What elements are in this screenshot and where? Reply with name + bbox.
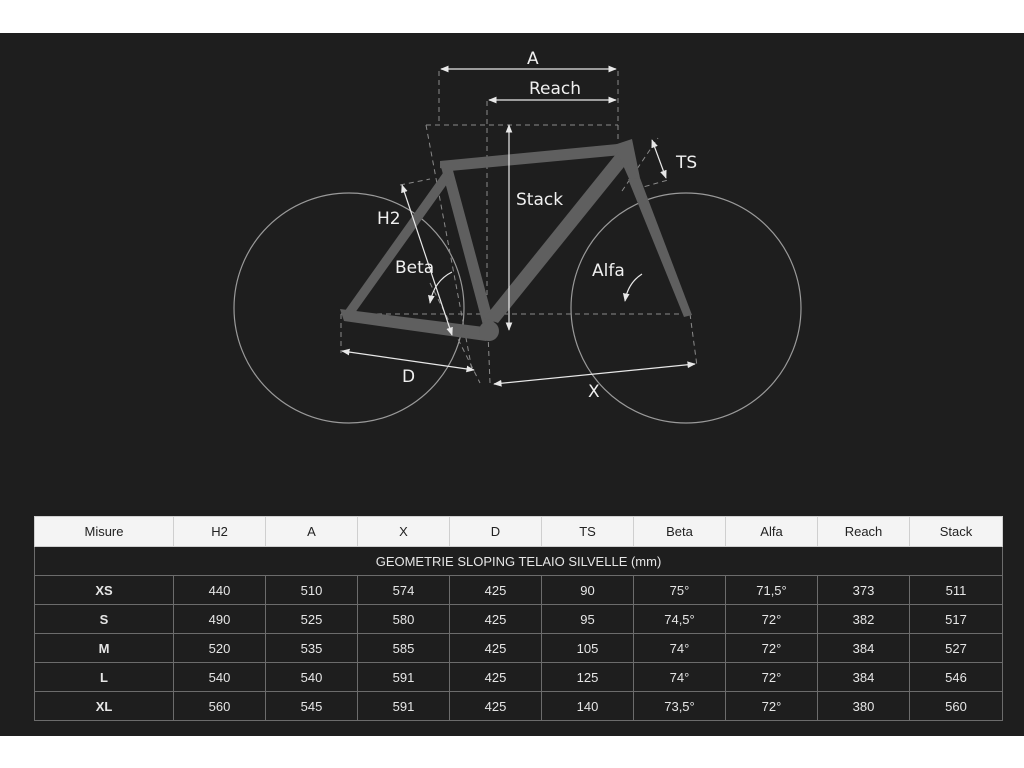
value-cell: 105 [541,633,634,663]
table-row: XS 440 510 574 425 90 75° 71,5° 373 511 [34,575,1003,605]
value-cell: 90 [541,575,634,605]
label-beta: Beta [395,258,434,278]
value-cell: 74,5° [633,604,726,634]
value-cell: 380 [817,691,910,721]
value-cell: 511 [909,575,1003,605]
table-caption: GEOMETRIE SLOPING TELAIO SILVELLE (mm) [34,546,1003,576]
header-cell: Stack [909,516,1003,547]
geometry-panel: A Reach Stack TS H2 Beta Alfa D X Misure… [0,33,1024,736]
label-reach: Reach [529,79,581,99]
value-cell: 560 [909,691,1003,721]
value-cell: 373 [817,575,910,605]
value-cell: 560 [173,691,266,721]
value-cell: 517 [909,604,1003,634]
value-cell: 72° [725,604,818,634]
value-cell: 384 [817,662,910,692]
header-cell: Alfa [725,516,818,547]
h2-dimension [401,184,453,336]
bike-geometry-diagram: A Reach Stack TS H2 Beta Alfa D X [233,49,802,424]
size-cell: XS [34,575,174,605]
front-wheel [570,192,802,424]
value-cell: 520 [173,633,266,663]
table-row: S 490 525 580 425 95 74,5° 72° 382 517 [34,604,1003,634]
header-cell: Reach [817,516,910,547]
header-cell: Beta [633,516,726,547]
table-row: L 540 540 591 425 125 74° 72° 384 546 [34,662,1003,692]
label-alfa: Alfa [592,261,625,281]
value-cell: 425 [449,691,542,721]
table-row: M 520 535 585 425 105 74° 72° 384 527 [34,633,1003,663]
value-cell: 591 [357,691,450,721]
label-stack: Stack [516,190,563,210]
header-cell: A [265,516,358,547]
label-a: A [527,49,539,69]
value-cell: 540 [173,662,266,692]
header-cell: X [357,516,450,547]
value-cell: 72° [725,662,818,692]
x-dimension [493,361,696,387]
value-cell: 140 [541,691,634,721]
value-cell: 74° [633,662,726,692]
value-cell: 535 [265,633,358,663]
value-cell: 425 [449,604,542,634]
value-cell: 425 [449,662,542,692]
value-cell: 591 [357,662,450,692]
table-row: XL 560 545 591 425 140 73,5° 72° 380 560 [34,691,1003,721]
value-cell: 95 [541,604,634,634]
value-cell: 440 [173,575,266,605]
value-cell: 545 [265,691,358,721]
value-cell: 75° [633,575,726,605]
table-header-row: Misure H2 A X D TS Beta Alfa Reach Stack [34,516,1003,547]
d-dimension [341,348,475,373]
value-cell: 74° [633,633,726,663]
value-cell: 490 [173,604,266,634]
value-cell: 546 [909,662,1003,692]
value-cell: 72° [725,633,818,663]
bike-frame [340,139,692,341]
value-cell: 125 [541,662,634,692]
label-d: D [402,367,415,387]
value-cell: 510 [265,575,358,605]
size-cell: XL [34,691,174,721]
value-cell: 73,5° [633,691,726,721]
value-cell: 580 [357,604,450,634]
value-cell: 384 [817,633,910,663]
table-caption-row: GEOMETRIE SLOPING TELAIO SILVELLE (mm) [34,546,1003,576]
alfa-arc [622,273,643,302]
value-cell: 574 [357,575,450,605]
geometry-table: Misure H2 A X D TS Beta Alfa Reach Stack… [34,516,1003,721]
header-cell: H2 [173,516,266,547]
label-h2: H2 [377,209,401,229]
value-cell: 525 [265,604,358,634]
header-cell: TS [541,516,634,547]
header-cell: Misure [34,516,174,547]
value-cell: 382 [817,604,910,634]
value-cell: 527 [909,633,1003,663]
value-cell: 71,5° [725,575,818,605]
label-ts: TS [675,153,697,173]
value-cell: 585 [357,633,450,663]
ts-dimension [651,139,667,179]
size-cell: S [34,604,174,634]
label-x: X [588,382,600,402]
value-cell: 540 [265,662,358,692]
value-cell: 425 [449,633,542,663]
value-cell: 425 [449,575,542,605]
rear-wheel [233,192,465,424]
header-cell: D [449,516,542,547]
value-cell: 72° [725,691,818,721]
size-cell: M [34,633,174,663]
beta-arc [428,271,453,304]
measurement-arrows [341,65,696,387]
size-cell: L [34,662,174,692]
